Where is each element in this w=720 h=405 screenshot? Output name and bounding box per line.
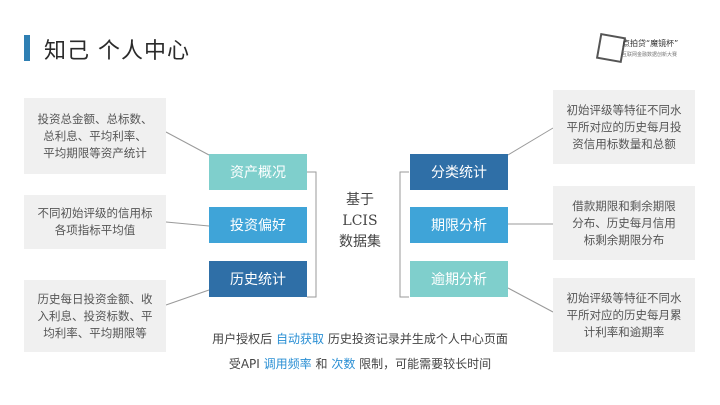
note-line: 投资总金额、总标数、 bbox=[37, 111, 153, 126]
note-line: 标剩余期限分布 bbox=[583, 232, 665, 247]
title-accent-bar bbox=[24, 35, 30, 61]
center-dataset-name: LCIS bbox=[342, 213, 378, 229]
note-left-bottom: 历史每日投资金额、收 入利息、投资标数、平 均利率、平均期限等 bbox=[24, 280, 166, 352]
module-category-stats: 分类统计 bbox=[410, 154, 508, 190]
note-line: 总利息、平均利率、 bbox=[43, 128, 147, 143]
module-investment-preference: 投资偏好 bbox=[209, 207, 307, 243]
bracket-left bbox=[307, 171, 317, 298]
connector-left-top bbox=[165, 131, 210, 156]
note-line: 计利率和逾期率 bbox=[583, 324, 665, 339]
footer-text: 受API bbox=[228, 357, 260, 371]
note-line: 平所对应的历史每月累 bbox=[566, 307, 682, 322]
module-overdue-analysis: 逾期分析 bbox=[410, 261, 508, 297]
footer-highlight: 自动获取 bbox=[275, 332, 324, 346]
note-line: 借款期限和剩余期限 bbox=[572, 198, 676, 213]
logo-subtitle: 互联网金融数据创新大赛 bbox=[622, 52, 678, 58]
note-line: 资信用标数量和总额 bbox=[572, 136, 676, 151]
note-right-mid: 借款期限和剩余期限 分布、历史每月信用 标剩余期限分布 bbox=[553, 186, 695, 260]
footer-line-2: 受API 调用频率 和 次数 限制，可能需要较长时间 bbox=[0, 355, 720, 372]
note-right-top: 初始评级等特征不同水 平所对应的历史每月投 资信用标数量和总额 bbox=[553, 90, 695, 164]
page-title: 知己 个人中心 bbox=[44, 39, 190, 64]
module-term-analysis: 期限分析 bbox=[410, 207, 508, 243]
note-line: 不同初始评级的信用标 bbox=[37, 206, 153, 220]
logo-name: 点拍贷“魔镜杯” bbox=[622, 39, 679, 48]
module-history-stats: 历史统计 bbox=[209, 261, 307, 297]
footer-line-1: 用户授权后 自动获取 历史投资记录并生成个人中心页面 bbox=[0, 330, 720, 347]
center-label: 基于 LCIS 数据集 bbox=[324, 190, 396, 253]
center-line-3: 数据集 bbox=[339, 234, 381, 250]
note-right-bottom: 初始评级等特征不同水 平所对应的历史每月累 计利率和逾期率 bbox=[553, 278, 695, 352]
logo: 点拍贷“魔镜杯” 互联网金融数据创新大赛 bbox=[595, 32, 698, 65]
connector-left-mid bbox=[165, 221, 210, 227]
footer-text: 限制，可能需要较长时间 bbox=[359, 357, 492, 371]
connector-right-top bbox=[507, 127, 554, 156]
footer-highlight: 次数 bbox=[331, 357, 356, 371]
connector-right-bottom bbox=[507, 287, 554, 313]
bracket-right bbox=[399, 171, 409, 298]
note-line: 各项指标平均值 bbox=[54, 223, 136, 237]
note-left-top: 投资总金额、总标数、 总利息、平均利率、 平均期限等资产统计 bbox=[24, 98, 166, 174]
note-line: 初始评级等特征不同水 bbox=[566, 102, 682, 117]
module-asset-overview: 资产概况 bbox=[209, 154, 307, 190]
connector-left-bottom bbox=[165, 289, 210, 306]
footer-highlight: 调用频率 bbox=[263, 357, 312, 371]
footer-text: 历史投资记录并生成个人中心页面 bbox=[327, 332, 508, 346]
note-left-mid: 不同初始评级的信用标 各项指标平均值 bbox=[24, 195, 166, 249]
footer-text: 用户授权后 bbox=[212, 332, 273, 346]
center-line-1: 基于 bbox=[346, 192, 374, 208]
note-line: 历史每日投资金额、收 bbox=[37, 291, 153, 306]
note-line: 分布、历史每月信用 bbox=[572, 215, 676, 230]
note-line: 平所对应的历史每月投 bbox=[566, 119, 682, 134]
note-line: 入利息、投资标数、平 bbox=[37, 308, 153, 323]
note-line: 均利率、平均期限等 bbox=[43, 325, 147, 340]
note-line: 平均期限等资产统计 bbox=[43, 145, 147, 160]
footer-text: 和 bbox=[315, 357, 328, 371]
note-line: 初始评级等特征不同水 bbox=[566, 290, 682, 305]
